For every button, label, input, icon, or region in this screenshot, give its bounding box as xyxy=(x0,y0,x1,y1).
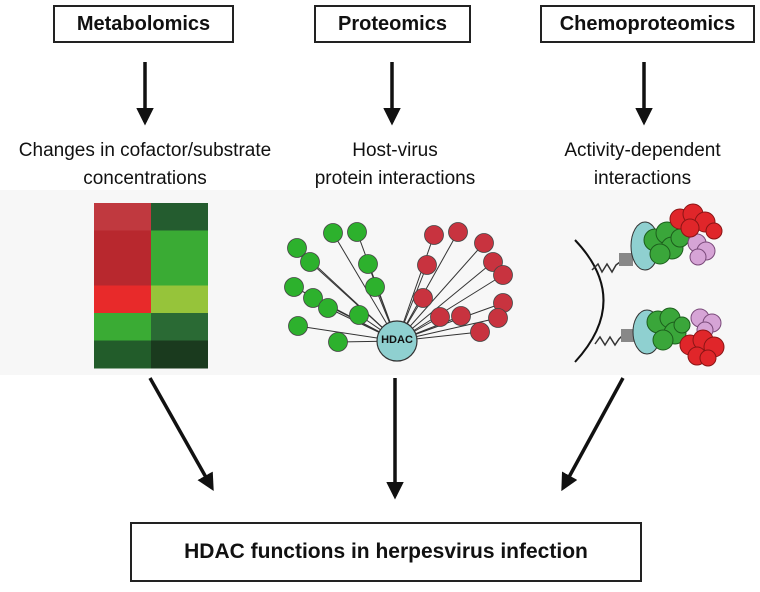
down-arrows xyxy=(136,62,653,126)
metabolomics-description: Changes in cofactor/substrate concentrat… xyxy=(0,137,290,193)
probe-linker-top xyxy=(591,261,621,274)
viral-protein-node xyxy=(413,288,433,308)
metabolomics-description-line2: concentrations xyxy=(83,168,207,189)
heatmap-cell xyxy=(151,313,208,341)
viral-protein-node xyxy=(424,225,444,245)
protein-interaction-network xyxy=(284,222,513,362)
chemoproteomics-box: Chemoproteomics xyxy=(540,5,755,43)
host-protein-node xyxy=(365,277,385,297)
chemoproteomics-description-line2: interactions xyxy=(593,168,692,189)
heatmap-cell xyxy=(151,203,208,231)
arrow-chemoproteomics-converge xyxy=(561,377,625,492)
chemoproteomics-illustration xyxy=(574,203,725,367)
chemoproteomics-title: Chemoproteomics xyxy=(559,12,736,35)
heatmap-cell xyxy=(94,285,151,314)
heatmap-cell xyxy=(94,313,151,341)
green-protein-complex-bottom xyxy=(646,307,691,351)
heatmap-cell xyxy=(151,285,208,314)
proteomics-description-line1: Host-virus xyxy=(352,140,438,161)
viral-protein-node xyxy=(417,255,437,275)
arrow-metabolomics-converge xyxy=(148,377,214,492)
viral-protein-node xyxy=(448,222,468,242)
heatmap-cell xyxy=(151,340,208,369)
interaction-edge xyxy=(396,231,459,342)
proteomics-description-line2: protein interactions xyxy=(314,168,476,189)
host-protein-node xyxy=(287,238,307,258)
pink-protein-complex-top xyxy=(687,233,716,266)
heatmap-cell xyxy=(151,230,208,259)
heatmap-cell xyxy=(94,230,151,259)
hdac-hub-node xyxy=(376,320,418,362)
conclusion-text: HDAC functions in herpesvirus infection xyxy=(184,540,588,563)
proteomics-description: Host-virus protein interactions xyxy=(290,137,500,193)
host-protein-node xyxy=(358,254,378,274)
proteomics-box: Proteomics xyxy=(314,5,471,43)
proteomics-title: Proteomics xyxy=(338,12,447,35)
host-protein-node xyxy=(328,332,348,352)
host-protein-node xyxy=(303,288,323,308)
viral-protein-node xyxy=(430,307,450,327)
green-protein-complex-top xyxy=(643,221,690,265)
interaction-edge xyxy=(332,232,398,342)
probe-tag-bottom xyxy=(621,329,635,342)
heatmap-cell xyxy=(94,258,151,286)
viral-protein-node xyxy=(488,308,508,328)
chemoproteomics-description-line1: Activity-dependent xyxy=(564,140,721,161)
probe-tag-top xyxy=(619,253,633,266)
heatmap-cell xyxy=(94,203,151,231)
converging-arrows xyxy=(148,377,625,500)
heatmap-cell xyxy=(151,258,208,286)
heatmap-cell xyxy=(94,340,151,369)
host-protein-node xyxy=(349,305,369,325)
chemoproteomics-description: Activity-dependent interactions xyxy=(530,137,755,193)
red-protein-complex-bottom xyxy=(679,329,725,367)
interaction-edge xyxy=(396,242,485,342)
metabolomics-heatmap xyxy=(94,203,208,369)
conclusion-box: HDAC functions in herpesvirus infection xyxy=(130,522,642,582)
probe-linker-bottom xyxy=(594,335,623,347)
host-protein-node xyxy=(284,277,304,297)
red-protein-complex-top xyxy=(669,203,723,240)
metabolomics-description-line1: Changes in cofactor/substrate xyxy=(18,140,272,161)
host-protein-node xyxy=(318,298,338,318)
viral-protein-node xyxy=(474,233,494,253)
interaction-edge xyxy=(396,261,494,342)
interaction-edge xyxy=(396,274,504,342)
viral-protein-node xyxy=(451,306,471,326)
viral-protein-node xyxy=(470,322,490,342)
metabolomics-title: Metabolomics xyxy=(76,12,211,35)
host-protein-node xyxy=(347,222,367,242)
viral-protein-node xyxy=(493,265,513,285)
host-protein-node xyxy=(288,316,308,336)
metabolomics-box: Metabolomics xyxy=(53,5,234,43)
host-protein-node xyxy=(300,252,320,272)
bead-surface-arc xyxy=(574,239,605,363)
host-protein-node xyxy=(323,223,343,243)
hdac-hub-label: HDAC xyxy=(381,334,413,346)
